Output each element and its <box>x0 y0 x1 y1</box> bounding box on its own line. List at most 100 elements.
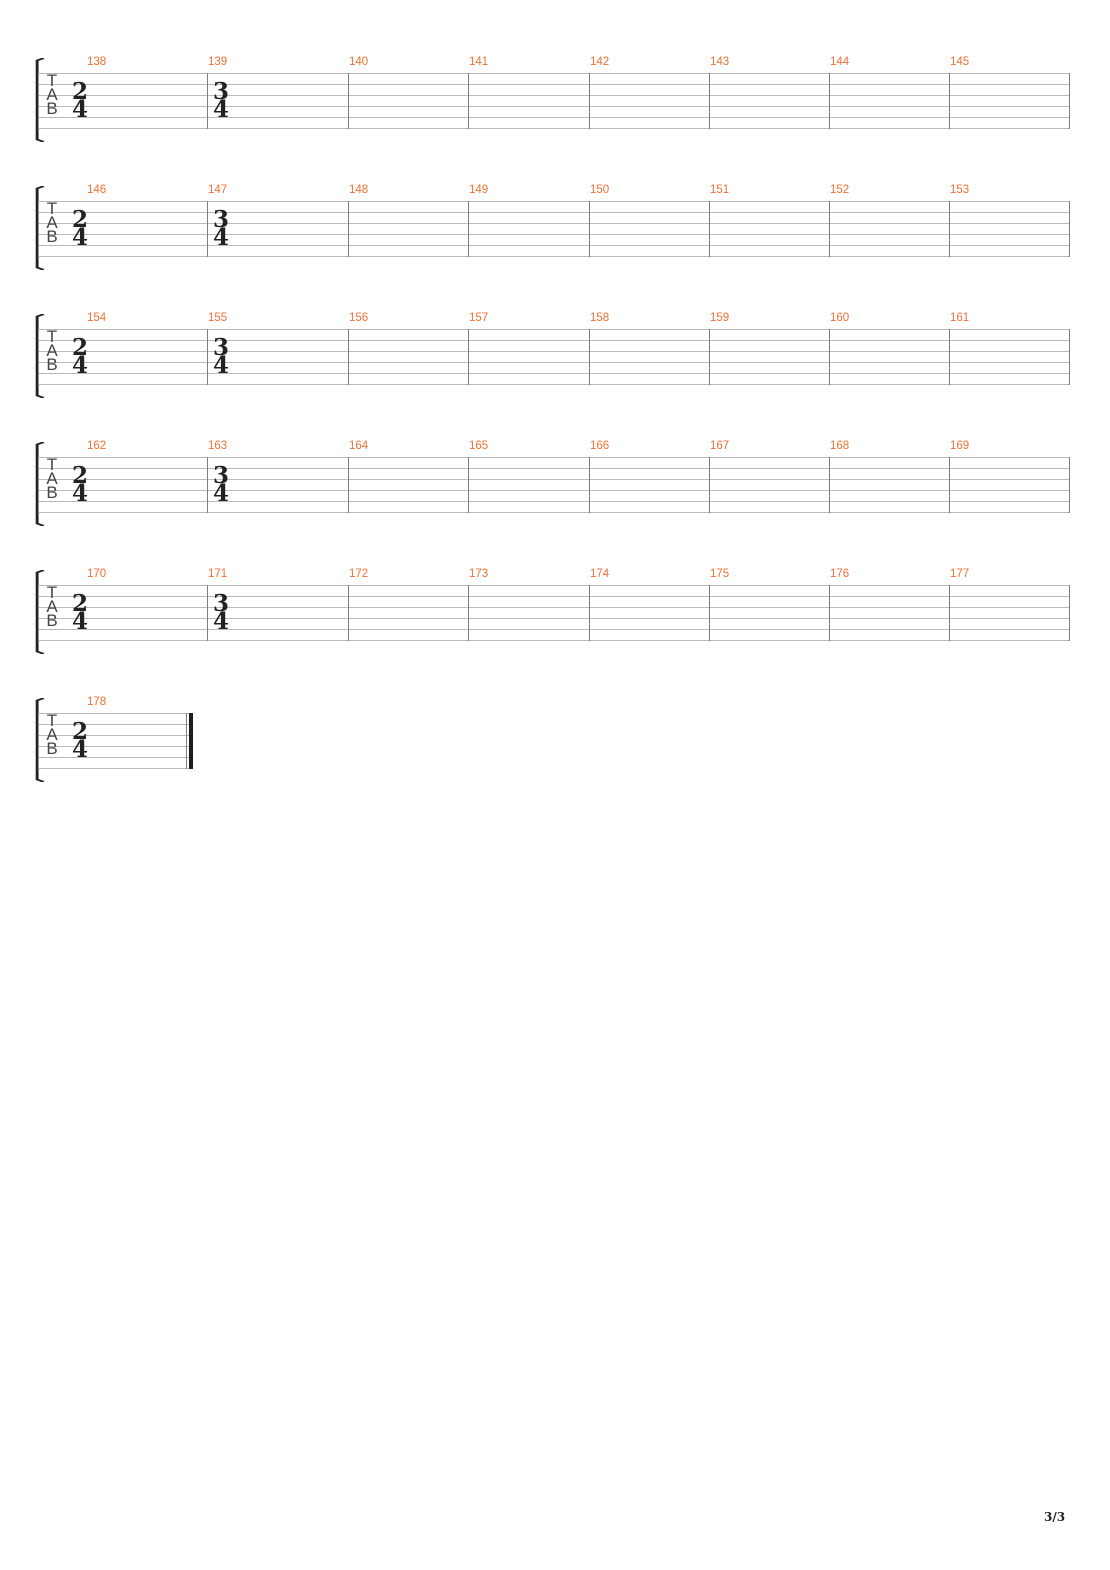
barline <box>949 457 950 513</box>
barline <box>829 585 830 641</box>
measure-number: 151 <box>710 184 730 196</box>
measure-number: 172 <box>349 568 369 580</box>
barline <box>589 457 590 513</box>
barline <box>949 73 950 129</box>
barline <box>207 585 208 641</box>
measure-number: 154 <box>87 312 107 324</box>
barline <box>949 329 950 385</box>
string-line <box>38 757 192 758</box>
measure-number: 178 <box>87 696 107 708</box>
tab-clef-letter: B <box>46 227 58 246</box>
string-line <box>38 479 1070 480</box>
string-line <box>38 245 1070 246</box>
barline <box>589 585 590 641</box>
barline <box>589 201 590 257</box>
string-line <box>38 768 192 769</box>
measure-number: 167 <box>710 440 730 452</box>
time-signature-denominator: 4 <box>71 736 88 763</box>
barline <box>709 201 710 257</box>
system-bracket <box>35 186 45 270</box>
measure-number: 138 <box>87 56 107 68</box>
time-signature-numerator: 2 <box>71 78 88 105</box>
final-barline <box>189 713 193 769</box>
string-line <box>38 468 1070 469</box>
measure-number: 161 <box>950 312 970 324</box>
time-signature-numerator: 3 <box>212 334 229 361</box>
tab-clef-letter: A <box>46 341 58 360</box>
time-signature-numerator: 3 <box>212 78 229 105</box>
tab-clef-letter: B <box>46 99 58 118</box>
time-signature-numerator: 2 <box>71 206 88 233</box>
measure-number: 176 <box>830 568 850 580</box>
time-signature-numerator: 2 <box>71 718 88 745</box>
string-line <box>38 362 1070 363</box>
measure-number: 148 <box>349 184 369 196</box>
measure-number: 150 <box>590 184 610 196</box>
time-signature-denominator: 4 <box>212 96 229 123</box>
time-signature-denominator: 4 <box>212 480 229 507</box>
barline <box>709 73 710 129</box>
tab-clef-letter: B <box>46 611 58 630</box>
barline <box>829 201 830 257</box>
string-line <box>38 585 1070 586</box>
string-line <box>38 512 1070 513</box>
string-line <box>38 329 1070 330</box>
barline <box>709 457 710 513</box>
measure-number: 141 <box>469 56 489 68</box>
measure-number: 165 <box>469 440 489 452</box>
measure-number: 171 <box>208 568 228 580</box>
time-signature-denominator: 4 <box>71 352 88 379</box>
measure-number: 156 <box>349 312 369 324</box>
system-bracket <box>35 570 45 654</box>
barline <box>207 329 208 385</box>
string-line <box>38 117 1070 118</box>
tab-clef-letter: B <box>46 483 58 502</box>
measure-number: 159 <box>710 312 730 324</box>
barline <box>348 585 349 641</box>
barline <box>829 73 830 129</box>
start-barline <box>38 73 39 129</box>
barline <box>348 201 349 257</box>
string-line <box>38 384 1070 385</box>
string-line <box>38 73 1070 74</box>
start-barline <box>38 329 39 385</box>
barline <box>1069 201 1070 257</box>
measure-number: 158 <box>590 312 610 324</box>
barline <box>348 73 349 129</box>
measure-number: 169 <box>950 440 970 452</box>
barline <box>468 329 469 385</box>
start-barline <box>38 585 39 641</box>
barline <box>589 329 590 385</box>
time-signature-numerator: 3 <box>212 206 229 233</box>
barline <box>829 329 830 385</box>
string-line <box>38 629 1070 630</box>
string-line <box>38 340 1070 341</box>
measure-number: 147 <box>208 184 228 196</box>
barline <box>468 73 469 129</box>
system-bracket <box>35 698 45 782</box>
string-line <box>38 84 1070 85</box>
barline <box>709 329 710 385</box>
barline <box>186 713 187 769</box>
barline <box>949 585 950 641</box>
measure-number: 153 <box>950 184 970 196</box>
measure-number: 173 <box>469 568 489 580</box>
measure-number: 145 <box>950 56 970 68</box>
string-line <box>38 735 192 736</box>
barline <box>709 585 710 641</box>
measure-number: 168 <box>830 440 850 452</box>
